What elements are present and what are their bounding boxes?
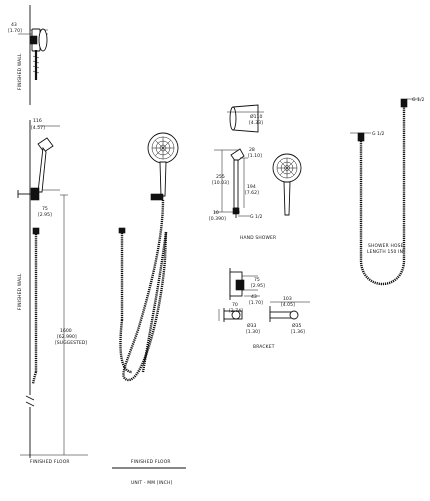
- dim-g12-hs: G 1/2: [250, 214, 262, 220]
- finished-floor-label-center: FINISHED FLOOR: [131, 459, 171, 465]
- dim-g12-hose-right: G 1/2: [412, 97, 424, 103]
- dim-28: 28: [249, 147, 255, 153]
- dim-75-in: [2.95]: [38, 212, 52, 218]
- dim-116-in: [4.57]: [31, 125, 45, 131]
- dim-1600: 1600: [60, 328, 72, 334]
- dim-suggested: [SUGGESTED]: [55, 340, 87, 346]
- dim-br-43-in: [1.70]: [249, 300, 263, 306]
- dim-255-in: [10.03]: [212, 180, 229, 186]
- dim-br-43: 43: [251, 294, 257, 300]
- dim-110-in: [4.33]: [249, 120, 263, 126]
- dim-g12-hose-left: G 1/2: [372, 131, 384, 137]
- shower-hose-label: SHOWER HOSE: [368, 243, 404, 249]
- dim-194: 194: [247, 184, 256, 190]
- dim-br-35: Ø35: [292, 322, 302, 329]
- finished-wall-label-left: FINISHED WALL: [17, 273, 23, 310]
- dim-1600-in: [62.990]: [57, 334, 77, 340]
- shower-hose-length: LENGTH 150 IN.: [367, 249, 405, 255]
- hand-shower-label: HAND SHOWER: [240, 235, 276, 241]
- front-elevation: FINISHED FLOOR UNIT - MM [INCH]: [112, 132, 186, 486]
- dim-br-75: 75: [254, 277, 260, 283]
- dim-br-70: 70: [232, 302, 238, 308]
- shower-hose-detail: G 1/2 G 1/2 SHOWER HOSE LENGTH 150 IN.: [350, 97, 424, 286]
- wall-connection-detail: 43 [1.70] FINISHED WALL: [8, 5, 48, 105]
- dim-br-33: Ø33: [247, 322, 257, 329]
- bracket-label: BRACKET: [253, 344, 275, 350]
- dim-116: 116: [33, 118, 42, 124]
- bracket-detail: 75 [2.95] 43 [1.70] 70 [2.74] Ø33 [1.30]…: [218, 268, 310, 350]
- dim-75: 75: [42, 206, 48, 212]
- side-elevation: 116 [4.57] 75 [2.95] 1600 [62.990] [SUGG…: [17, 118, 88, 465]
- finished-floor-label-left: FINISHED FLOOR: [30, 459, 70, 465]
- dim-28-in: [1.10]: [248, 153, 262, 159]
- dim-br-103-in: [4.05]: [281, 302, 295, 308]
- unit-label: UNIT - MM [INCH]: [131, 480, 172, 486]
- dim-110: Ø110: [250, 113, 262, 120]
- dim-br-75-in: [2.95]: [251, 283, 265, 289]
- dim-br-35-in: [1.36]: [291, 329, 305, 335]
- dim-br-103: 103: [283, 296, 292, 302]
- dim-43-in: [1.70]: [8, 28, 22, 34]
- dim-br-70-in: [2.74]: [229, 308, 243, 314]
- hand-shower-detail: Ø110 [4.33] 28 [1.10] 255 [10.03] 194 [7…: [209, 104, 302, 241]
- dim-255: 255: [216, 174, 225, 180]
- dim-10: 10: [213, 210, 219, 216]
- dim-br-33-in: [1.30]: [246, 329, 260, 335]
- finished-wall-label-top: FINISHED WALL: [17, 53, 23, 90]
- dim-43: 43: [11, 22, 17, 28]
- dim-194-in: [7.62]: [245, 190, 259, 196]
- dim-10-in: [0.390]: [209, 216, 226, 222]
